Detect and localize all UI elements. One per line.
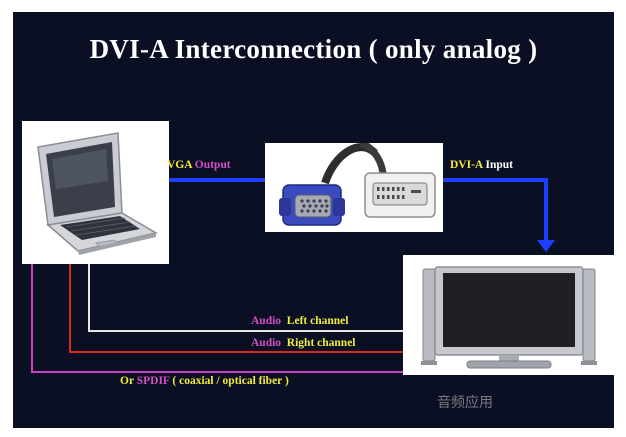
dvi-input-label: DVI-A Input <box>450 159 513 171</box>
diagram-slide: DVI-A Interconnection ( only analog ) <box>13 12 614 428</box>
audio-right-part1: Audio <box>251 337 282 349</box>
watermark-text: 音频应用 <box>437 395 493 411</box>
flat-panel-monitor-icon <box>421 266 597 369</box>
audio-right-part2: Right channel <box>286 337 356 349</box>
audio-left-part2: Left channel <box>286 315 349 327</box>
spdif-wire <box>31 264 405 373</box>
dvi-input-arrow <box>537 240 555 252</box>
vga-label-part2: Output <box>194 159 231 171</box>
vga-output-label: VGA Output <box>167 159 231 171</box>
audio-left-label: Audio Left channel <box>251 315 348 327</box>
spdif-suffix: ( coaxial / optical fiber ) <box>172 375 289 387</box>
laptop-icon <box>37 132 159 255</box>
spdif-highlight: SPDIF <box>136 375 170 387</box>
laptop-image <box>22 121 169 264</box>
dvi-label-part2: Input <box>485 159 513 171</box>
dvi-label-part1: DVI-A <box>450 159 483 171</box>
audio-right-label: Audio Right channel <box>251 337 356 349</box>
monitor-image <box>403 255 614 375</box>
audio-right-wire <box>69 264 405 353</box>
vga-label-part1: VGA <box>167 159 192 171</box>
spdif-label: Or SPDIF ( coaxial / optical fiber ) <box>120 375 289 387</box>
audio-left-wire <box>88 264 405 332</box>
diagram-title: DVI-A Interconnection ( only analog ) <box>89 34 538 64</box>
dvi-input-wire <box>441 178 548 242</box>
audio-left-part1: Audio <box>251 315 282 327</box>
cable-image <box>265 143 443 232</box>
vga-dvi-connector-icon <box>279 143 436 226</box>
spdif-prefix: Or <box>120 375 134 387</box>
connection-wires <box>31 178 555 373</box>
